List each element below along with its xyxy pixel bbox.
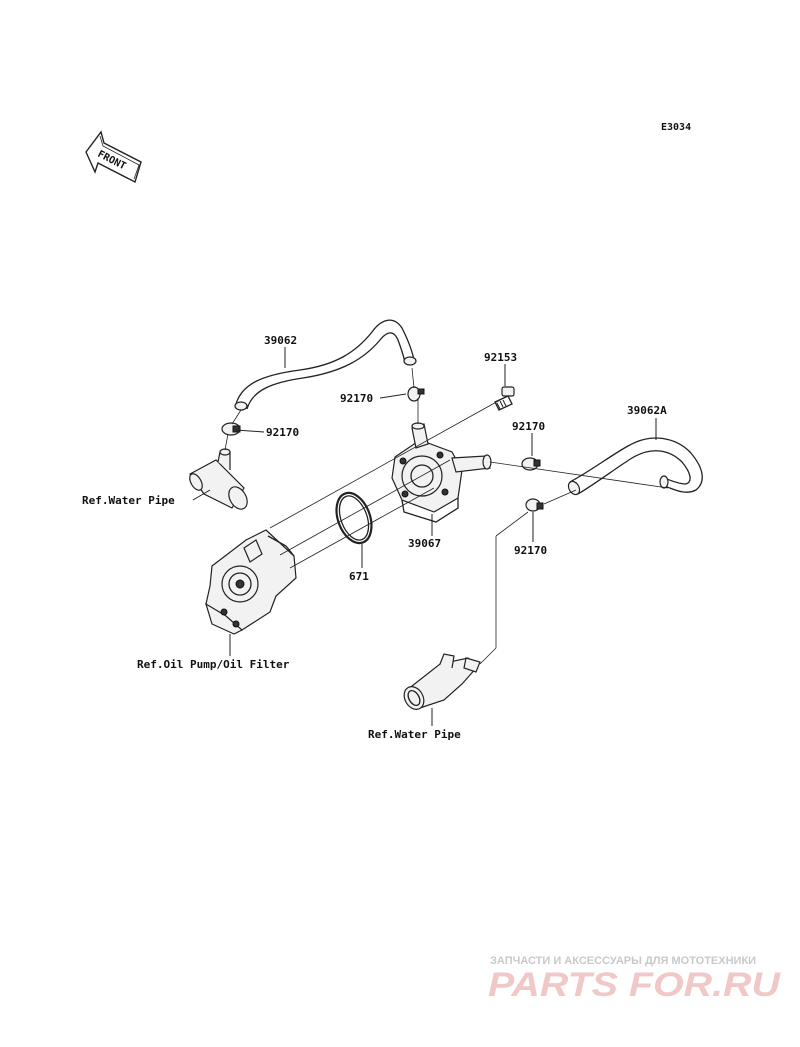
label-92170-right-lower: 92170 <box>514 544 547 557</box>
water-pipe-left <box>189 448 248 510</box>
water-pipe-bottom <box>403 653 481 710</box>
clamp-left <box>221 422 241 436</box>
ref-water-pipe-left: Ref.Water Pipe <box>82 494 175 507</box>
assembly-lines <box>224 367 669 665</box>
hose-39062 <box>234 319 417 411</box>
clamp-right-lower <box>525 498 544 512</box>
bolt-92153 <box>494 386 515 411</box>
oil-cooler-39067 <box>391 422 492 523</box>
clamp-top <box>407 386 425 402</box>
o-ring-671 <box>335 491 373 545</box>
label-92170-top: 92170 <box>340 392 373 405</box>
watermark-site: PARTS FOR.RU <box>488 966 782 1004</box>
front-arrow-icon: FRONT <box>85 130 142 184</box>
watermark-tagline: ЗАПЧАСТИ И АКСЕССУАРЫ ДЛЯ МОТОТЕХНИКИ <box>490 955 756 967</box>
hose-39062a <box>567 437 703 496</box>
label-39062: 39062 <box>264 334 297 347</box>
label-39062a: 39062A <box>627 404 667 417</box>
label-92170-left: 92170 <box>266 426 299 439</box>
leader-lines <box>192 347 657 726</box>
label-92170-right-upper: 92170 <box>512 420 545 433</box>
label-92153: 92153 <box>484 351 517 364</box>
label-39067: 39067 <box>408 537 441 550</box>
oil-pump-housing <box>204 529 297 635</box>
ref-water-pipe-bottom: Ref.Water Pipe <box>368 728 461 741</box>
label-671: 671 <box>349 570 369 583</box>
ref-oil-pump: Ref.Oil Pump/Oil Filter <box>137 658 290 671</box>
diagram-code: E3034 <box>661 122 691 133</box>
